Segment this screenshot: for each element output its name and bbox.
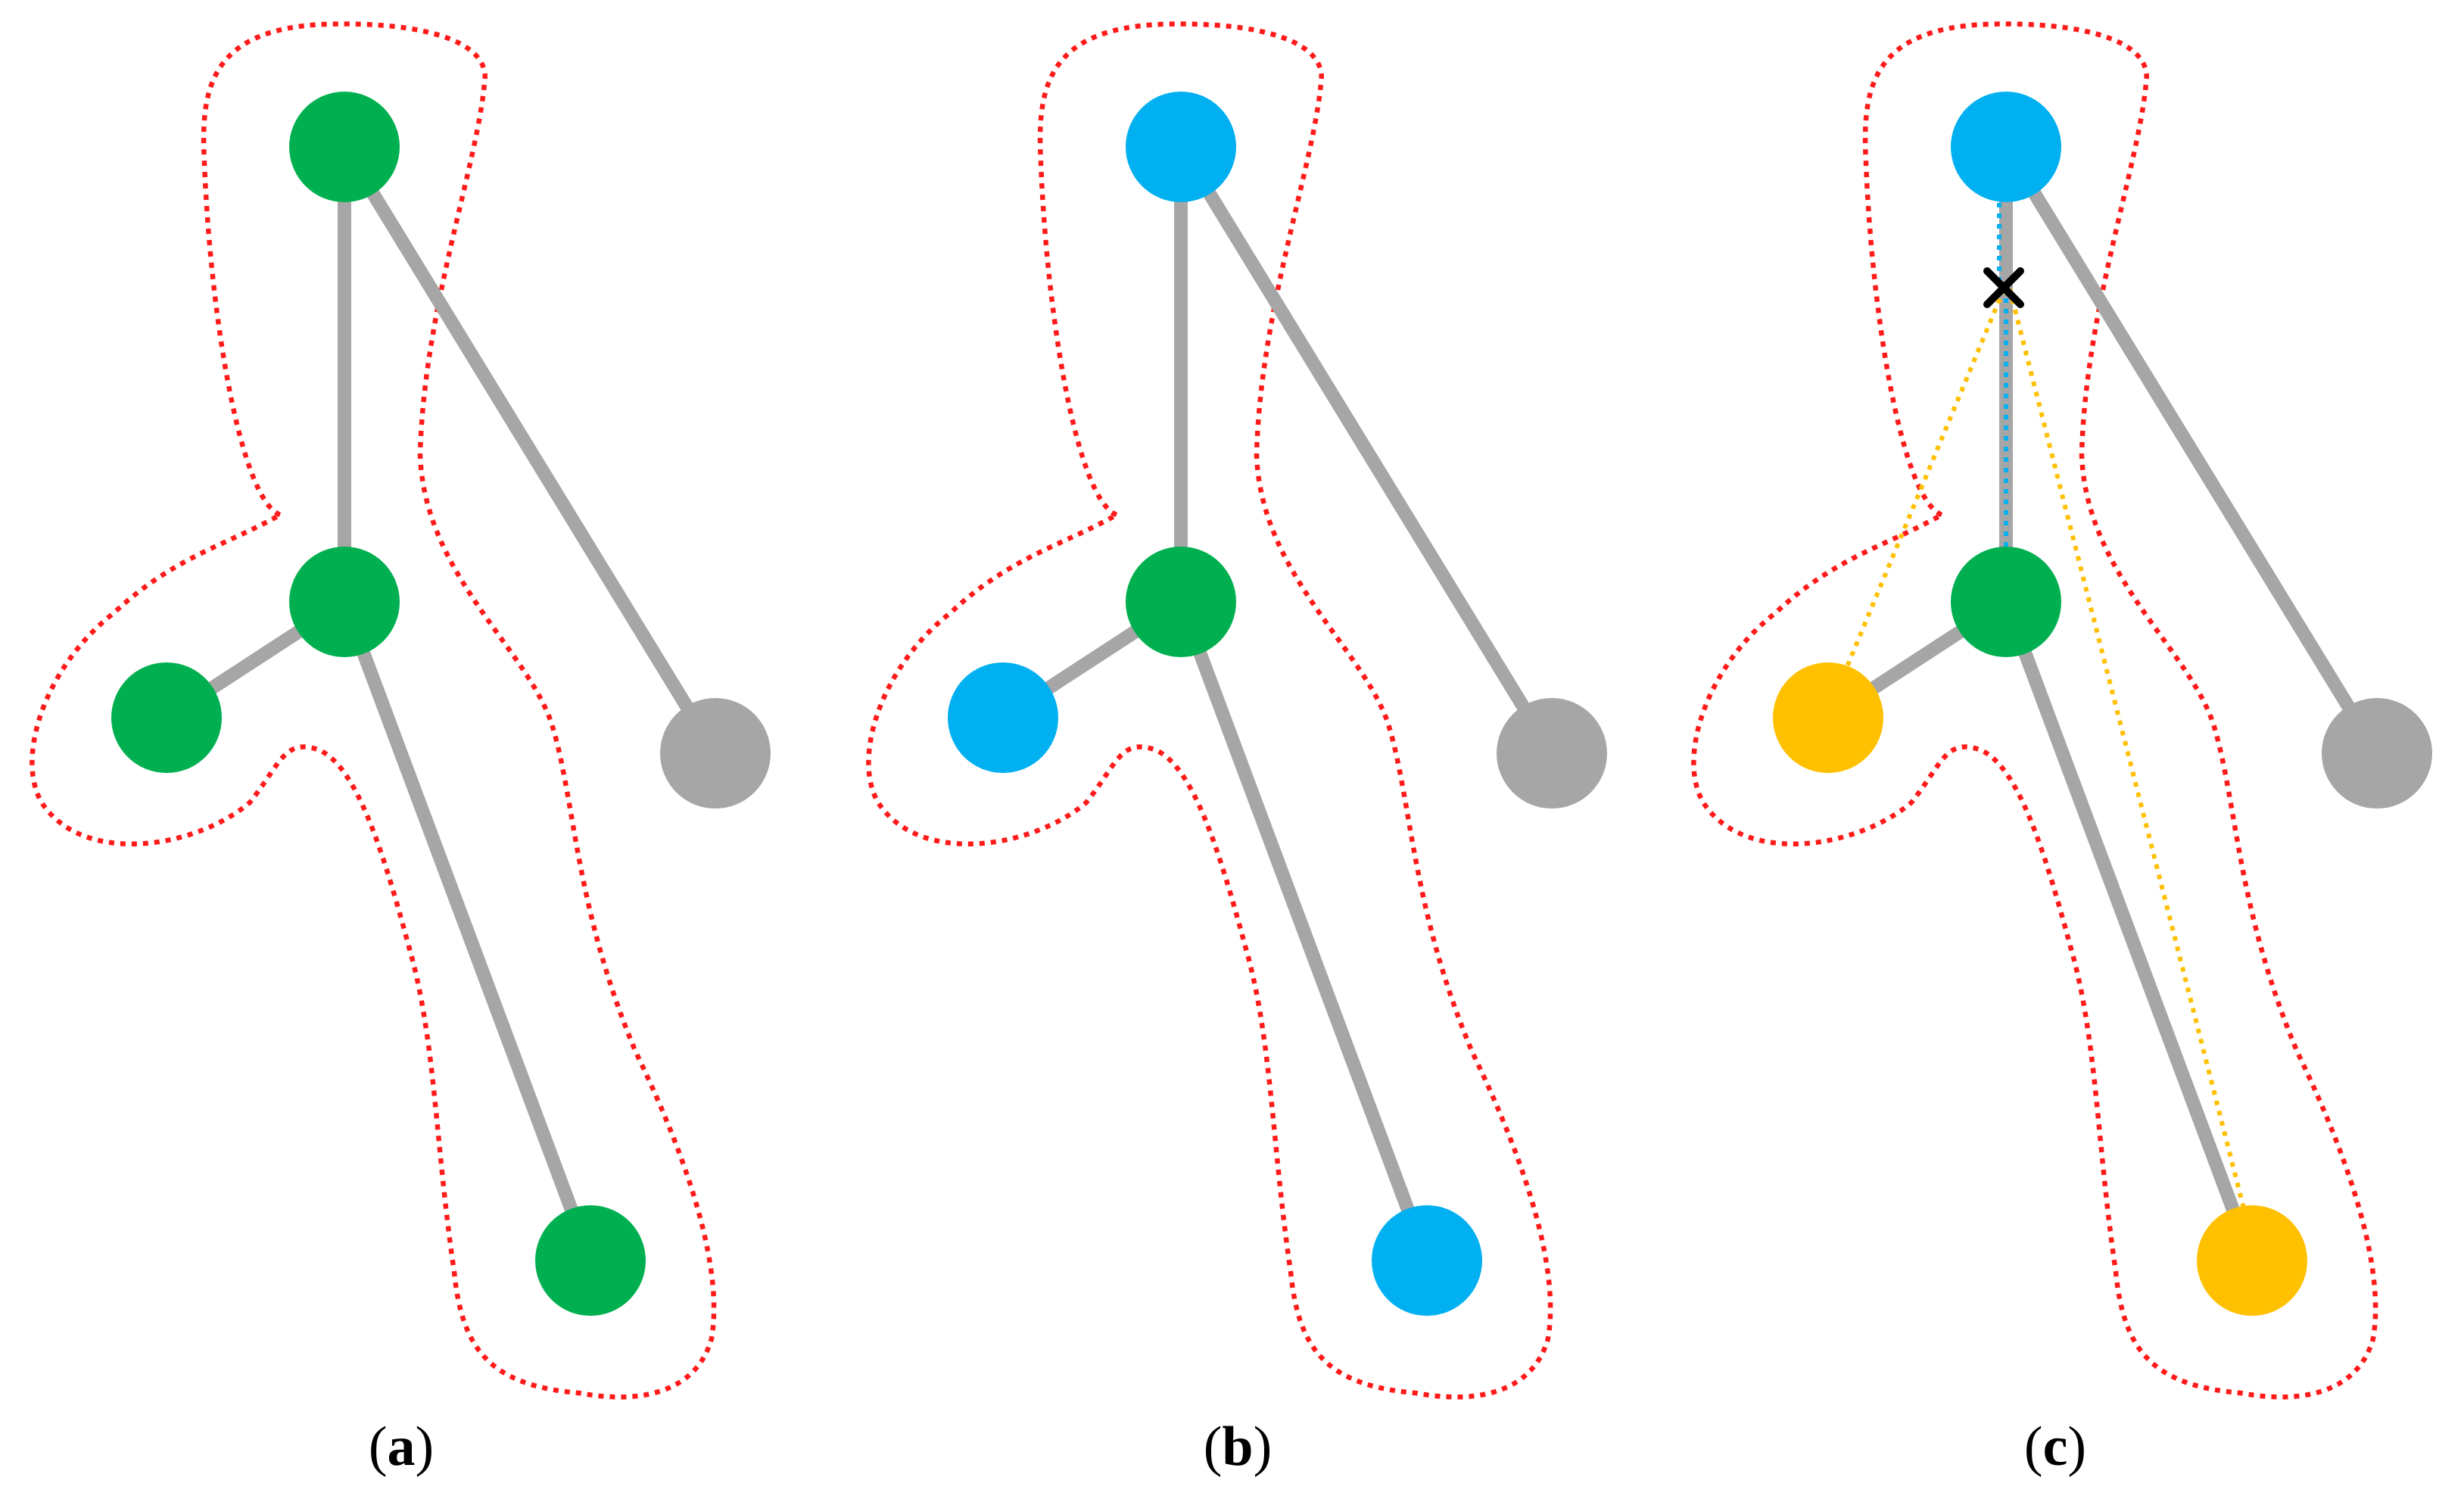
- node-left: [111, 662, 222, 773]
- node-bottom: [1372, 1205, 1482, 1316]
- panel-b: (b): [868, 24, 1607, 1478]
- edge-top-outside: [2000, 143, 2383, 757]
- panel-label: (b): [1204, 1416, 1272, 1478]
- panel-label: (c): [2024, 1416, 2086, 1478]
- node-left: [1773, 662, 1883, 773]
- panel-label: (a): [369, 1416, 434, 1478]
- node-left: [948, 662, 1058, 773]
- node-outside: [660, 698, 771, 809]
- cross-icon: [1983, 267, 2024, 308]
- panel-c: (c): [1693, 24, 2432, 1478]
- node-outside: [2322, 698, 2432, 809]
- dotted-link-marker-bottom: [2008, 288, 2247, 1212]
- node-bottom: [2197, 1205, 2307, 1316]
- node-bottom: [535, 1205, 646, 1316]
- dotted-link-marker-left: [1839, 288, 2006, 683]
- edge-center-bottom: [1999, 599, 2259, 1264]
- edge-center-bottom: [1174, 599, 1434, 1264]
- edge-top-outside: [338, 143, 721, 757]
- edge-center-bottom: [338, 599, 597, 1264]
- node-center: [1951, 547, 2061, 657]
- edge-top-outside: [1175, 143, 1558, 757]
- node-center: [1126, 547, 1236, 657]
- node-top: [289, 92, 400, 202]
- panel-a: (a): [32, 24, 771, 1478]
- node-outside: [1497, 698, 1607, 809]
- node-center: [289, 547, 400, 657]
- node-top: [1951, 92, 2061, 202]
- node-top: [1126, 92, 1236, 202]
